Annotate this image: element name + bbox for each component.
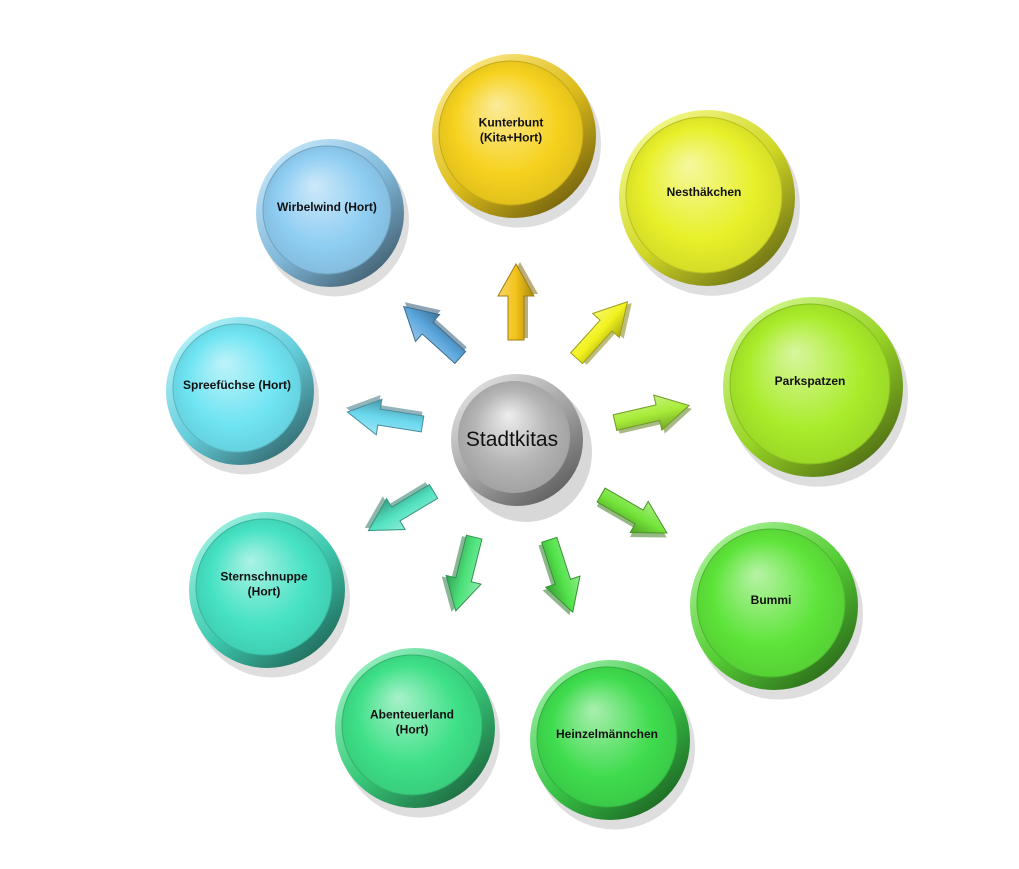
nodes-layer: Kunterbunt(Kita+Hort) NesthäkchenParkspat… xyxy=(166,54,908,830)
node-label-abenteuerland: (Hort) xyxy=(396,723,429,737)
center-node: Stadtkitas xyxy=(451,374,592,522)
arrow-to-kunterbunt xyxy=(497,262,538,341)
node-kunterbunt: Kunterbunt(Kita+Hort) xyxy=(432,54,601,228)
node-nesthaekchen: Nesthäkchen xyxy=(619,110,800,296)
arrow-to-nesthaekchen xyxy=(569,301,632,365)
arrow-to-heinzelmaennchen xyxy=(538,536,581,616)
node-abenteuerland: Abenteuerland(Hort) xyxy=(335,648,500,818)
node-bummi: Bummi xyxy=(690,522,863,700)
node-label-bummi: Bummi xyxy=(751,593,792,607)
arrow-to-wirbelwind xyxy=(403,302,467,365)
arrow-to-parkspatzen xyxy=(612,394,692,434)
arrow-to-sternschnuppe xyxy=(364,482,439,532)
center-label: Stadtkitas xyxy=(466,428,558,451)
node-label-sternschnuppe: (Hort) xyxy=(248,585,281,599)
arrows-layer xyxy=(346,262,692,616)
node-label-spreefuechse: Spreefüchse (Hort) xyxy=(183,378,291,392)
node-label-kunterbunt: Kunterbunt xyxy=(479,116,544,130)
node-label-abenteuerland: Abenteuerland xyxy=(370,708,454,722)
node-label-heinzelmaennchen: Heinzelmännchen xyxy=(556,727,658,741)
node-label-nesthaekchen: Nesthäkchen xyxy=(667,185,742,199)
arrow-to-abenteuerland xyxy=(441,534,483,612)
arrow-to-spreefuechse xyxy=(346,395,425,436)
arrow-to-bummi xyxy=(596,487,668,538)
node-label-wirbelwind: Wirbelwind (Hort) xyxy=(277,200,377,214)
node-parkspatzen: Parkspatzen xyxy=(723,297,908,487)
node-label-sternschnuppe: Sternschnuppe xyxy=(220,570,308,584)
node-spreefuechse: Spreefüchse (Hort) xyxy=(166,317,319,475)
node-label-kunterbunt: (Kita+Hort) xyxy=(480,131,542,145)
node-sternschnuppe: Sternschnuppe(Hort) xyxy=(189,512,350,678)
node-wirbelwind: Wirbelwind (Hort) xyxy=(256,139,409,297)
node-label-parkspatzen: Parkspatzen xyxy=(775,374,846,388)
node-heinzelmaennchen: Heinzelmännchen xyxy=(530,660,695,830)
